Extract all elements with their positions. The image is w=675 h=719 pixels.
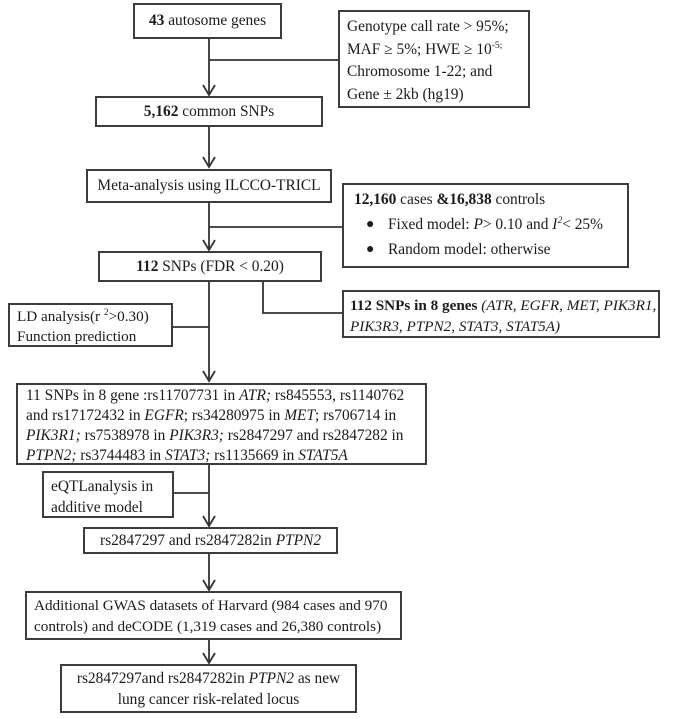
arrow-autosome-to-snps bbox=[202, 39, 216, 97]
box-meta-analysis-text: Meta-analysis using ILCCO-TRICL bbox=[97, 177, 321, 194]
bullet-fixed-model-text: Fixed model: P> 0.10 and I2< 25% bbox=[388, 214, 603, 233]
arrow-snps11-to-ptpn2 bbox=[202, 465, 216, 528]
arrow-fdr-to-snps11 bbox=[202, 282, 216, 383]
bullet-random-model-text: Random model: otherwise bbox=[388, 241, 551, 258]
box-eqtl-analysis: eQTLanalysis in additive model bbox=[42, 471, 174, 518]
box-meta-analysis: Meta-analysis using ILCCO-TRICL bbox=[86, 169, 332, 203]
box-rs-ptpn2: rs2847297 and rs2847282in PTPN2 bbox=[83, 527, 338, 554]
bullet-fixed-model: ● Fixed model: P> 0.10 and I2< 25% bbox=[354, 214, 617, 235]
box-112-snps-fdr-text: 112 SNPs (FDR < 0.20) bbox=[136, 257, 284, 275]
box-final-conclusion: rs2847297and rs2847282in PTPN2 as new lu… bbox=[60, 664, 357, 713]
box-112-snps-fdr: 112 SNPs (FDR < 0.20) bbox=[98, 251, 322, 282]
cases-controls-heading: 12,160 cases &16,838 controls bbox=[354, 191, 546, 208]
box-43-autosome-genes-text: 43 autosome genes bbox=[148, 12, 267, 29]
cases-controls-bullets: ● Fixed model: P> 0.10 and I2< 25% ● Ran… bbox=[354, 214, 617, 260]
arrow-snps-to-meta bbox=[202, 127, 216, 169]
box-5162-common-snps: 5,162 common SNPs bbox=[95, 96, 323, 127]
box-filter-criteria: Genotype call rate > 95%; MAF ≥ 5%; HWE … bbox=[338, 10, 530, 108]
arrow-ptpn2-to-gwas bbox=[202, 554, 216, 592]
bullet-dot-icon: ● bbox=[366, 242, 375, 257]
connector-to-genes8 bbox=[262, 282, 342, 314]
box-cases-controls: 12,160 cases &16,838 controls ● Fixed mo… bbox=[342, 183, 629, 268]
box-5162-common-snps-text: 5,162 common SNPs bbox=[143, 102, 275, 120]
box-rs-ptpn2-text: rs2847297 and rs2847282in PTPN2 bbox=[99, 531, 322, 549]
arrow-meta-to-fdr bbox=[202, 203, 216, 252]
box-112-snps-8-genes: 112 SNPs in 8 genes (ATR, EGFR, MET, PIK… bbox=[342, 290, 660, 338]
box-ld-analysis: LD analysis(r 2>0.30) Function predictio… bbox=[8, 303, 173, 347]
arrow-gwas-to-final bbox=[202, 640, 216, 665]
box-11-snps-8-genes: 11 SNPs in 8 gene :rs11707731 in ATR; rs… bbox=[16, 383, 427, 465]
bullet-random-model: ● Random model: otherwise bbox=[354, 239, 617, 260]
box-43-autosome-genes: 43 autosome genes bbox=[133, 3, 282, 39]
box-gwas-validation: Additional GWAS datasets of Harvard (984… bbox=[25, 591, 402, 640]
bullet-dot-icon: ● bbox=[366, 217, 375, 232]
